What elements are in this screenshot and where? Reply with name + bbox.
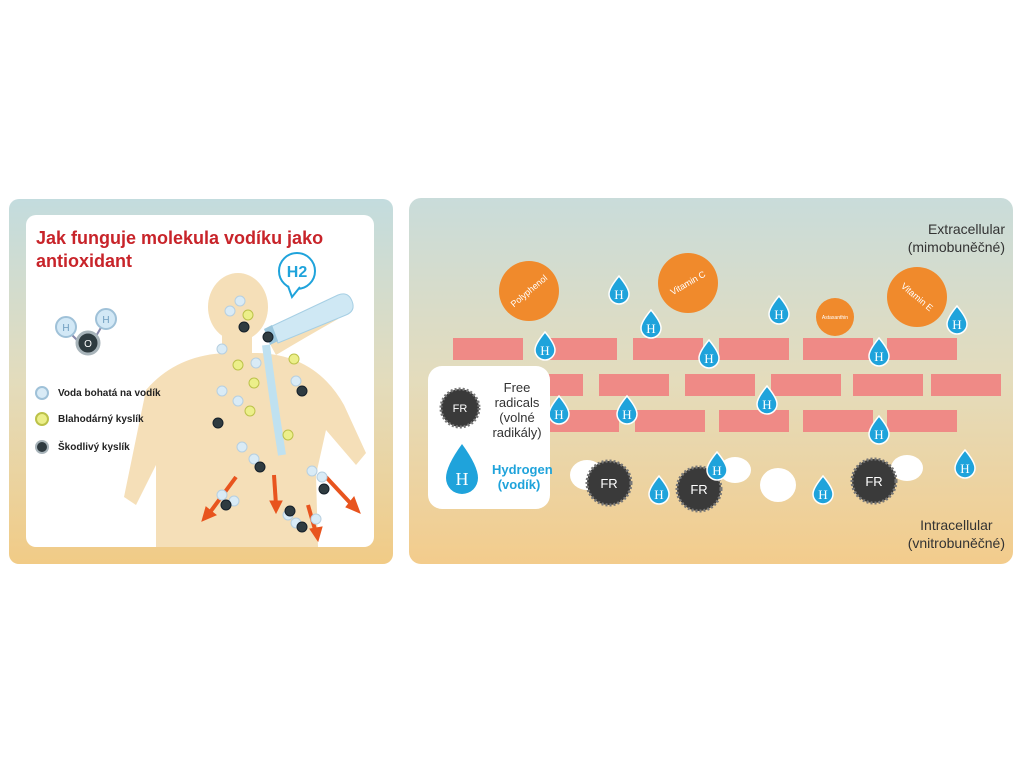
svg-text:H: H [960,461,969,476]
hydrogen-drop-icon: H [640,308,662,339]
legend-label: Voda bohatá na vodík [58,387,161,399]
antioxidant-spheres: Polyphenol Vitamin C Astaxanthin Vitamin… [499,253,947,336]
legend-label: Škodlivý kyslík [58,441,130,453]
membrane-bricks [453,338,1001,432]
hydrogen-drop-icon: H [548,394,570,425]
intracellular-label: Intracellular (vnitrobuněčné) [907,517,1005,551]
bottle-h2-label: H2 [287,264,308,281]
hydrogen-drop-icon: H [756,384,778,415]
hydrogen-drop-legend-icon: H [446,444,478,494]
astaxanthin-sphere: Astaxanthin [816,298,854,336]
hydrogen-drop-icon: H [608,274,630,305]
extracellular-label: Extracellular (mimobuněčné) [907,221,1005,255]
h2-speech-bubble: H2 [278,252,316,300]
hydrogen-drop-icon: H [648,474,670,505]
svg-text:O: O [84,339,92,350]
water-bottle [264,293,354,345]
hydrogen-drop-icon: H [534,330,556,361]
svg-text:FR: FR [690,482,707,497]
hydrogen-drops: H H H H H H H H H H H H H H H [534,274,976,505]
hydrogen-drop-icon: H [868,336,890,367]
harmful-oxygen-icon [35,440,49,454]
svg-text:FR: FR [865,474,882,489]
water-molecule-icon: H H O [55,308,117,356]
free-radical-icon: FR [585,459,633,507]
svg-text:H2: H2 [287,264,308,281]
hydrogen-drop-icon: H [812,474,834,505]
hydrogen-drop-icon: H [868,414,890,445]
hydrogen-drop-icon: H [768,294,790,325]
svg-text:H: H [540,343,549,358]
hydrogen-drop-icon: H [946,304,968,335]
panel-title: Jak funguje molekula vodíku jako antioxi… [36,228,324,271]
hydrogen-drop-icon: H [616,394,638,425]
svg-text:H: H [712,463,721,478]
hydrogen-drop-icon: H [706,450,728,481]
polyphenol-sphere: Polyphenol [499,261,559,321]
svg-text:H: H [874,349,883,364]
svg-text:FR: FR [453,403,468,415]
hydrogen-drop-icon: H [698,338,720,369]
body-molecules [212,295,330,533]
svg-text:H: H [62,323,69,334]
free-radicals: FR FR FR [585,457,898,513]
svg-text:H: H [874,427,883,442]
svg-text:H: H [554,407,563,422]
hydrogen-legend-label: Hydrogen (vodík) [492,462,553,492]
free-radical-icon: FR [850,457,898,505]
membrane-diagram: Polyphenol Vitamin C Astaxanthin Vitamin… [453,253,1001,513]
svg-text:H: H [818,487,827,502]
svg-text:H: H [614,287,623,302]
legend-item-beneficial-oxygen: Blahodárný kyslík [34,411,144,427]
svg-text:FR: FR [600,476,617,491]
cell-membrane-panel: Polyphenol Vitamin C Astaxanthin Vitamin… [409,198,1013,564]
hydrogen-molecule-icon [35,386,49,400]
hydrogen-antioxidant-panel: H2 [9,199,393,564]
legend-label: Blahodárný kyslík [58,413,144,425]
svg-text:H: H [952,317,961,332]
svg-text:H: H [654,487,663,502]
svg-text:H: H [456,469,469,489]
vitamin-c-sphere: Vitamin C [658,253,718,313]
legend-item-hydrogen-water: Voda bohatá na vodík [34,385,161,401]
svg-text:H: H [102,315,109,326]
diagram-legend: FR H Free radicals (volné radikály) Hydr… [428,366,553,509]
free-radicals-legend-label: Free radicals (volné radikály) [492,380,542,440]
svg-text:H: H [646,321,655,336]
svg-text:H: H [704,351,713,366]
vitamin-e-sphere: Vitamin E [887,267,947,327]
hydrogen-drop-icon: H [954,448,976,479]
free-radical-legend-icon: FR [439,387,481,429]
svg-text:Astaxanthin: Astaxanthin [822,315,848,321]
svg-text:H: H [774,307,783,322]
person-drinking-illustration: H2 [55,252,366,547]
legend-item-harmful-oxygen: Škodlivý kyslík [34,439,130,455]
svg-text:H: H [622,407,631,422]
beneficial-oxygen-icon [35,412,49,426]
svg-text:H: H [762,397,771,412]
water-stream [262,344,286,456]
explainer-card: H2 [26,215,374,547]
